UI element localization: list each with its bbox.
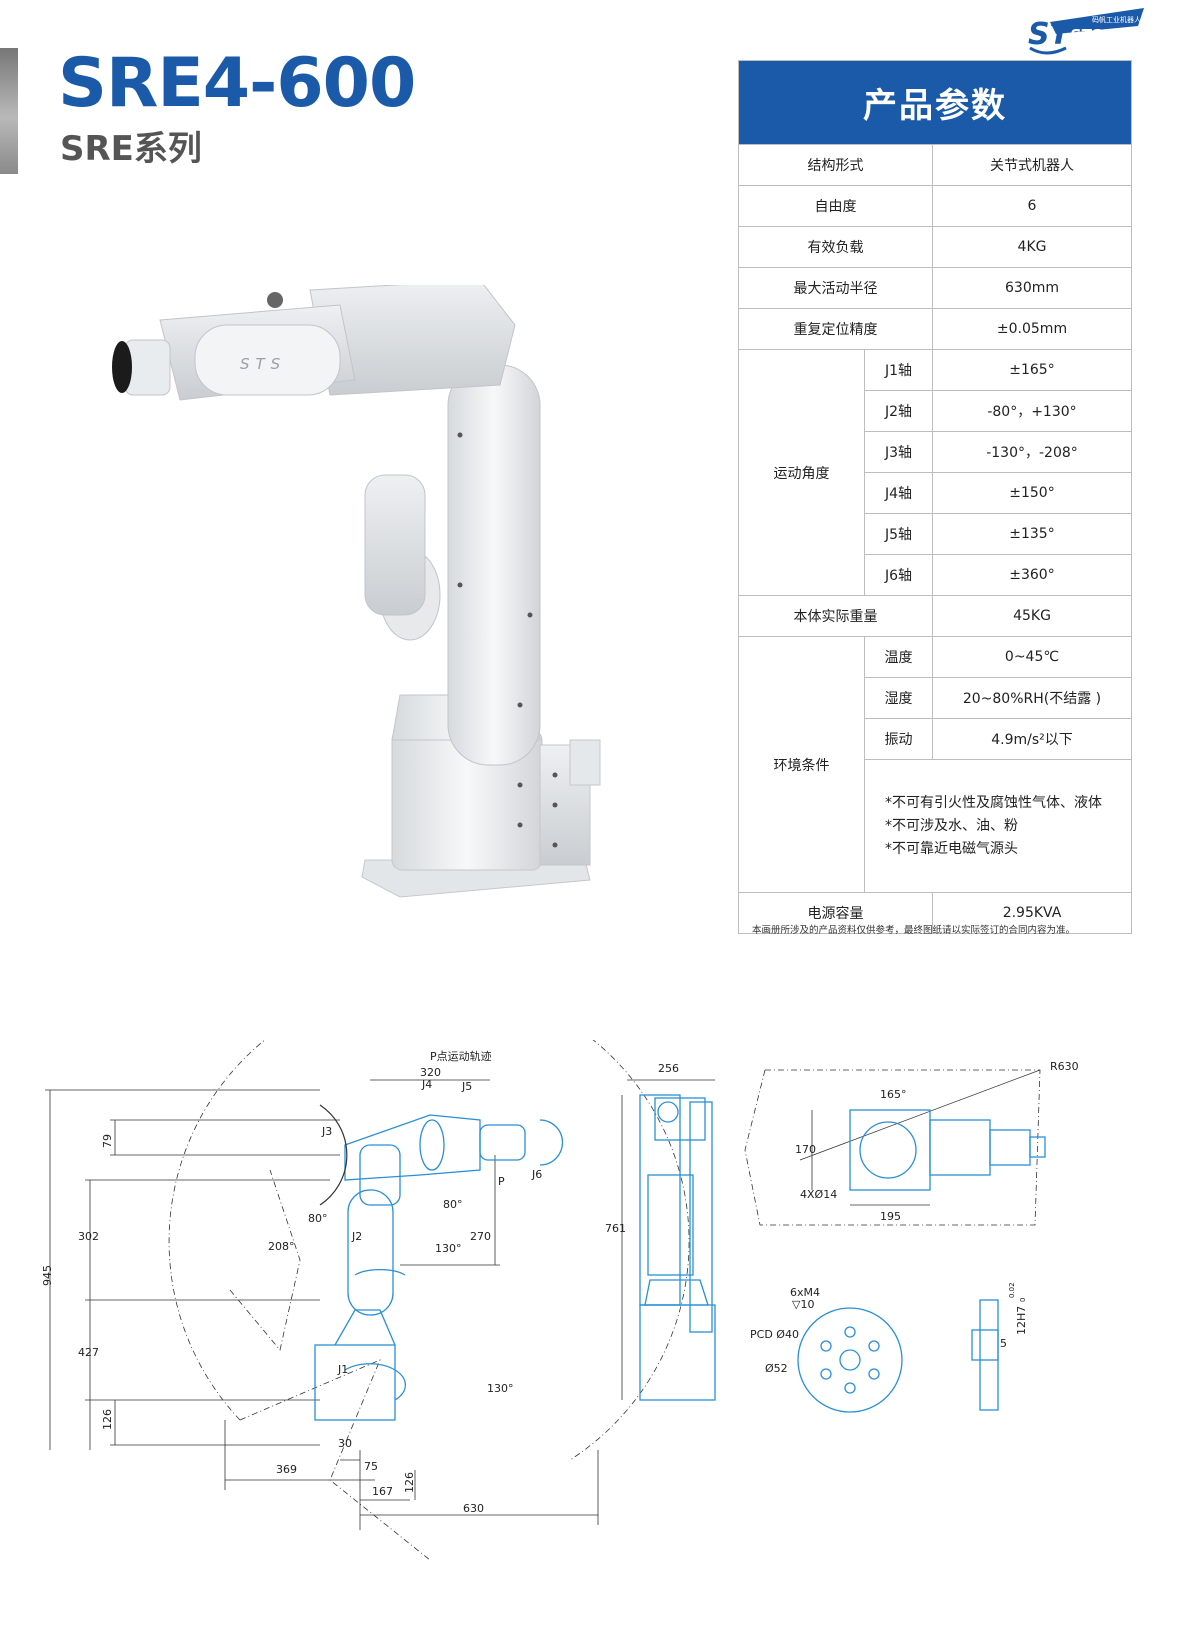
trajectory-label: P点运动轨迹 xyxy=(430,1049,492,1063)
flange-pcd: PCD Ø40 xyxy=(750,1328,799,1341)
env-notes: *不可有引火性及腐蚀性气体、液体 *不可涉及水、油、粉 *不可靠近电磁气源头 xyxy=(864,759,1132,893)
axis-value: ±165° xyxy=(932,349,1132,391)
spec-label: 电源容量 xyxy=(738,892,933,934)
robot-photo: STS xyxy=(112,285,601,898)
top-195: 195 xyxy=(880,1210,901,1223)
spec-group-label: 环境条件 xyxy=(738,636,865,893)
env-label: 湿度 xyxy=(864,677,933,719)
angle-130-b: 130° xyxy=(487,1382,514,1395)
spec-value: 2.95KVA xyxy=(932,892,1132,934)
angle-80: 80° xyxy=(443,1198,463,1211)
dim-320: 320 xyxy=(420,1066,441,1079)
spec-value: 4KG xyxy=(932,226,1132,268)
flange-depth: ▽10 xyxy=(792,1298,814,1311)
top-view-drawing xyxy=(744,1069,1046,1226)
spec-group-label: 运动角度 xyxy=(738,349,865,596)
spec-label: 最大活动半径 xyxy=(738,267,933,309)
section-drawing xyxy=(971,1299,999,1411)
dim-270: 270 xyxy=(470,1230,491,1243)
flange-threads: 6xM4 xyxy=(790,1286,820,1299)
side-view-drawing xyxy=(45,1040,690,1561)
joint-j5: J5 xyxy=(461,1080,472,1093)
spec-table-title: 产品参数 xyxy=(738,60,1132,145)
spec-value: 6 xyxy=(932,185,1132,227)
flange-drawing xyxy=(797,1307,903,1413)
env-note: *不可涉及水、油、粉 xyxy=(885,817,1018,834)
dim-630: 630 xyxy=(463,1502,484,1515)
env-label: 振动 xyxy=(864,718,933,760)
dim-369: 369 xyxy=(276,1463,297,1476)
technical-drawings: P点运动轨迹 320 79 302 945 427 126 270 30 369… xyxy=(41,1040,1079,1561)
front-view-drawing xyxy=(639,1094,716,1401)
axis-label: J6轴 xyxy=(864,554,933,596)
env-value: 4.9m/s²以下 xyxy=(932,718,1132,760)
dim-427: 427 xyxy=(78,1346,99,1359)
axis-label: J1轴 xyxy=(864,349,933,391)
top-170: 170 xyxy=(795,1143,816,1156)
spec-value: 关节式机器人 xyxy=(932,144,1132,186)
spec-label: 结构形式 xyxy=(738,144,933,186)
axis-value: -80°，+130° xyxy=(932,390,1132,432)
env-label: 温度 xyxy=(864,636,933,678)
front-height: 761 xyxy=(605,1222,626,1235)
section-tol-upper: 0.02 xyxy=(1008,1282,1016,1298)
series-subtitle: SRE系列 xyxy=(60,129,202,169)
point-p: P xyxy=(498,1175,505,1188)
dim-126: 126 xyxy=(101,1409,114,1430)
logo-caption: 码帆工业机器人 xyxy=(1092,15,1141,24)
front-width: 256 xyxy=(658,1062,679,1075)
joint-j2: J2 xyxy=(351,1230,362,1243)
section-fit: 12H7 xyxy=(1015,1306,1028,1335)
top-radius: R630 xyxy=(1050,1060,1079,1073)
flange-dia: Ø52 xyxy=(765,1362,788,1375)
side-accent-strip xyxy=(0,48,18,174)
env-value: 0~45℃ xyxy=(932,636,1132,678)
top-angle: 165° xyxy=(880,1088,907,1101)
axis-label: J4轴 xyxy=(864,472,933,514)
joint-j4: J4 xyxy=(421,1078,432,1091)
joint-j3: J3 xyxy=(321,1125,332,1138)
photo-mark: STS xyxy=(240,355,286,373)
axis-value: ±360° xyxy=(932,554,1132,596)
dim-126-b: 126 xyxy=(403,1472,416,1493)
dim-302: 302 xyxy=(78,1230,99,1243)
joint-j1: J1 xyxy=(337,1363,348,1376)
side-view-labels: P点运动轨迹 320 79 302 945 427 126 270 30 369… xyxy=(41,1049,542,1515)
angle-208: 208° xyxy=(268,1240,295,1253)
spec-value: 45KG xyxy=(932,595,1132,637)
logo-text: STSail xyxy=(1070,26,1123,44)
section-depth: 5 xyxy=(1000,1337,1007,1350)
angle-130: 130° xyxy=(435,1242,462,1255)
spec-label: 本体实际重量 xyxy=(738,595,933,637)
axis-label: J5轴 xyxy=(864,513,933,555)
axis-value: ±135° xyxy=(932,513,1132,555)
model-title: SRE4-600 xyxy=(58,44,416,123)
section-tol-lower: 0 xyxy=(1019,1298,1027,1302)
svg-text:ST: ST xyxy=(1028,17,1073,52)
env-value: 20~80%RH(不结露 ) xyxy=(932,677,1132,719)
dim-79: 79 xyxy=(101,1134,114,1148)
env-note: *不可靠近电磁气源头 xyxy=(885,840,1018,857)
angle-80-b: 80° xyxy=(308,1212,328,1225)
axis-label: J3轴 xyxy=(864,431,933,473)
joint-j6: J6 xyxy=(531,1168,542,1181)
axis-value: ±150° xyxy=(932,472,1132,514)
spec-value: ±0.05mm xyxy=(932,308,1132,350)
top-holes: 4XØ14 xyxy=(800,1188,837,1201)
spec-label: 重复定位精度 xyxy=(738,308,933,350)
axis-label: J2轴 xyxy=(864,390,933,432)
axis-value: -130°，-208° xyxy=(932,431,1132,473)
spec-value: 630mm xyxy=(932,267,1132,309)
env-note: *不可有引火性及腐蚀性气体、液体 xyxy=(885,794,1102,811)
disclaimer: 本画册所涉及的产品资料仅供参考，最终图纸请以实际签订的合同内容为准。 xyxy=(752,925,1076,936)
company-logo: ST STSail 码帆工业机器人 xyxy=(1028,8,1144,55)
dim-945: 945 xyxy=(41,1265,54,1286)
spec-label: 有效负载 xyxy=(738,226,933,268)
dim-75: 75 xyxy=(364,1460,378,1473)
dim-30: 30 xyxy=(338,1437,352,1450)
dim-167: 167 xyxy=(372,1485,393,1498)
spec-label: 自由度 xyxy=(738,185,933,227)
